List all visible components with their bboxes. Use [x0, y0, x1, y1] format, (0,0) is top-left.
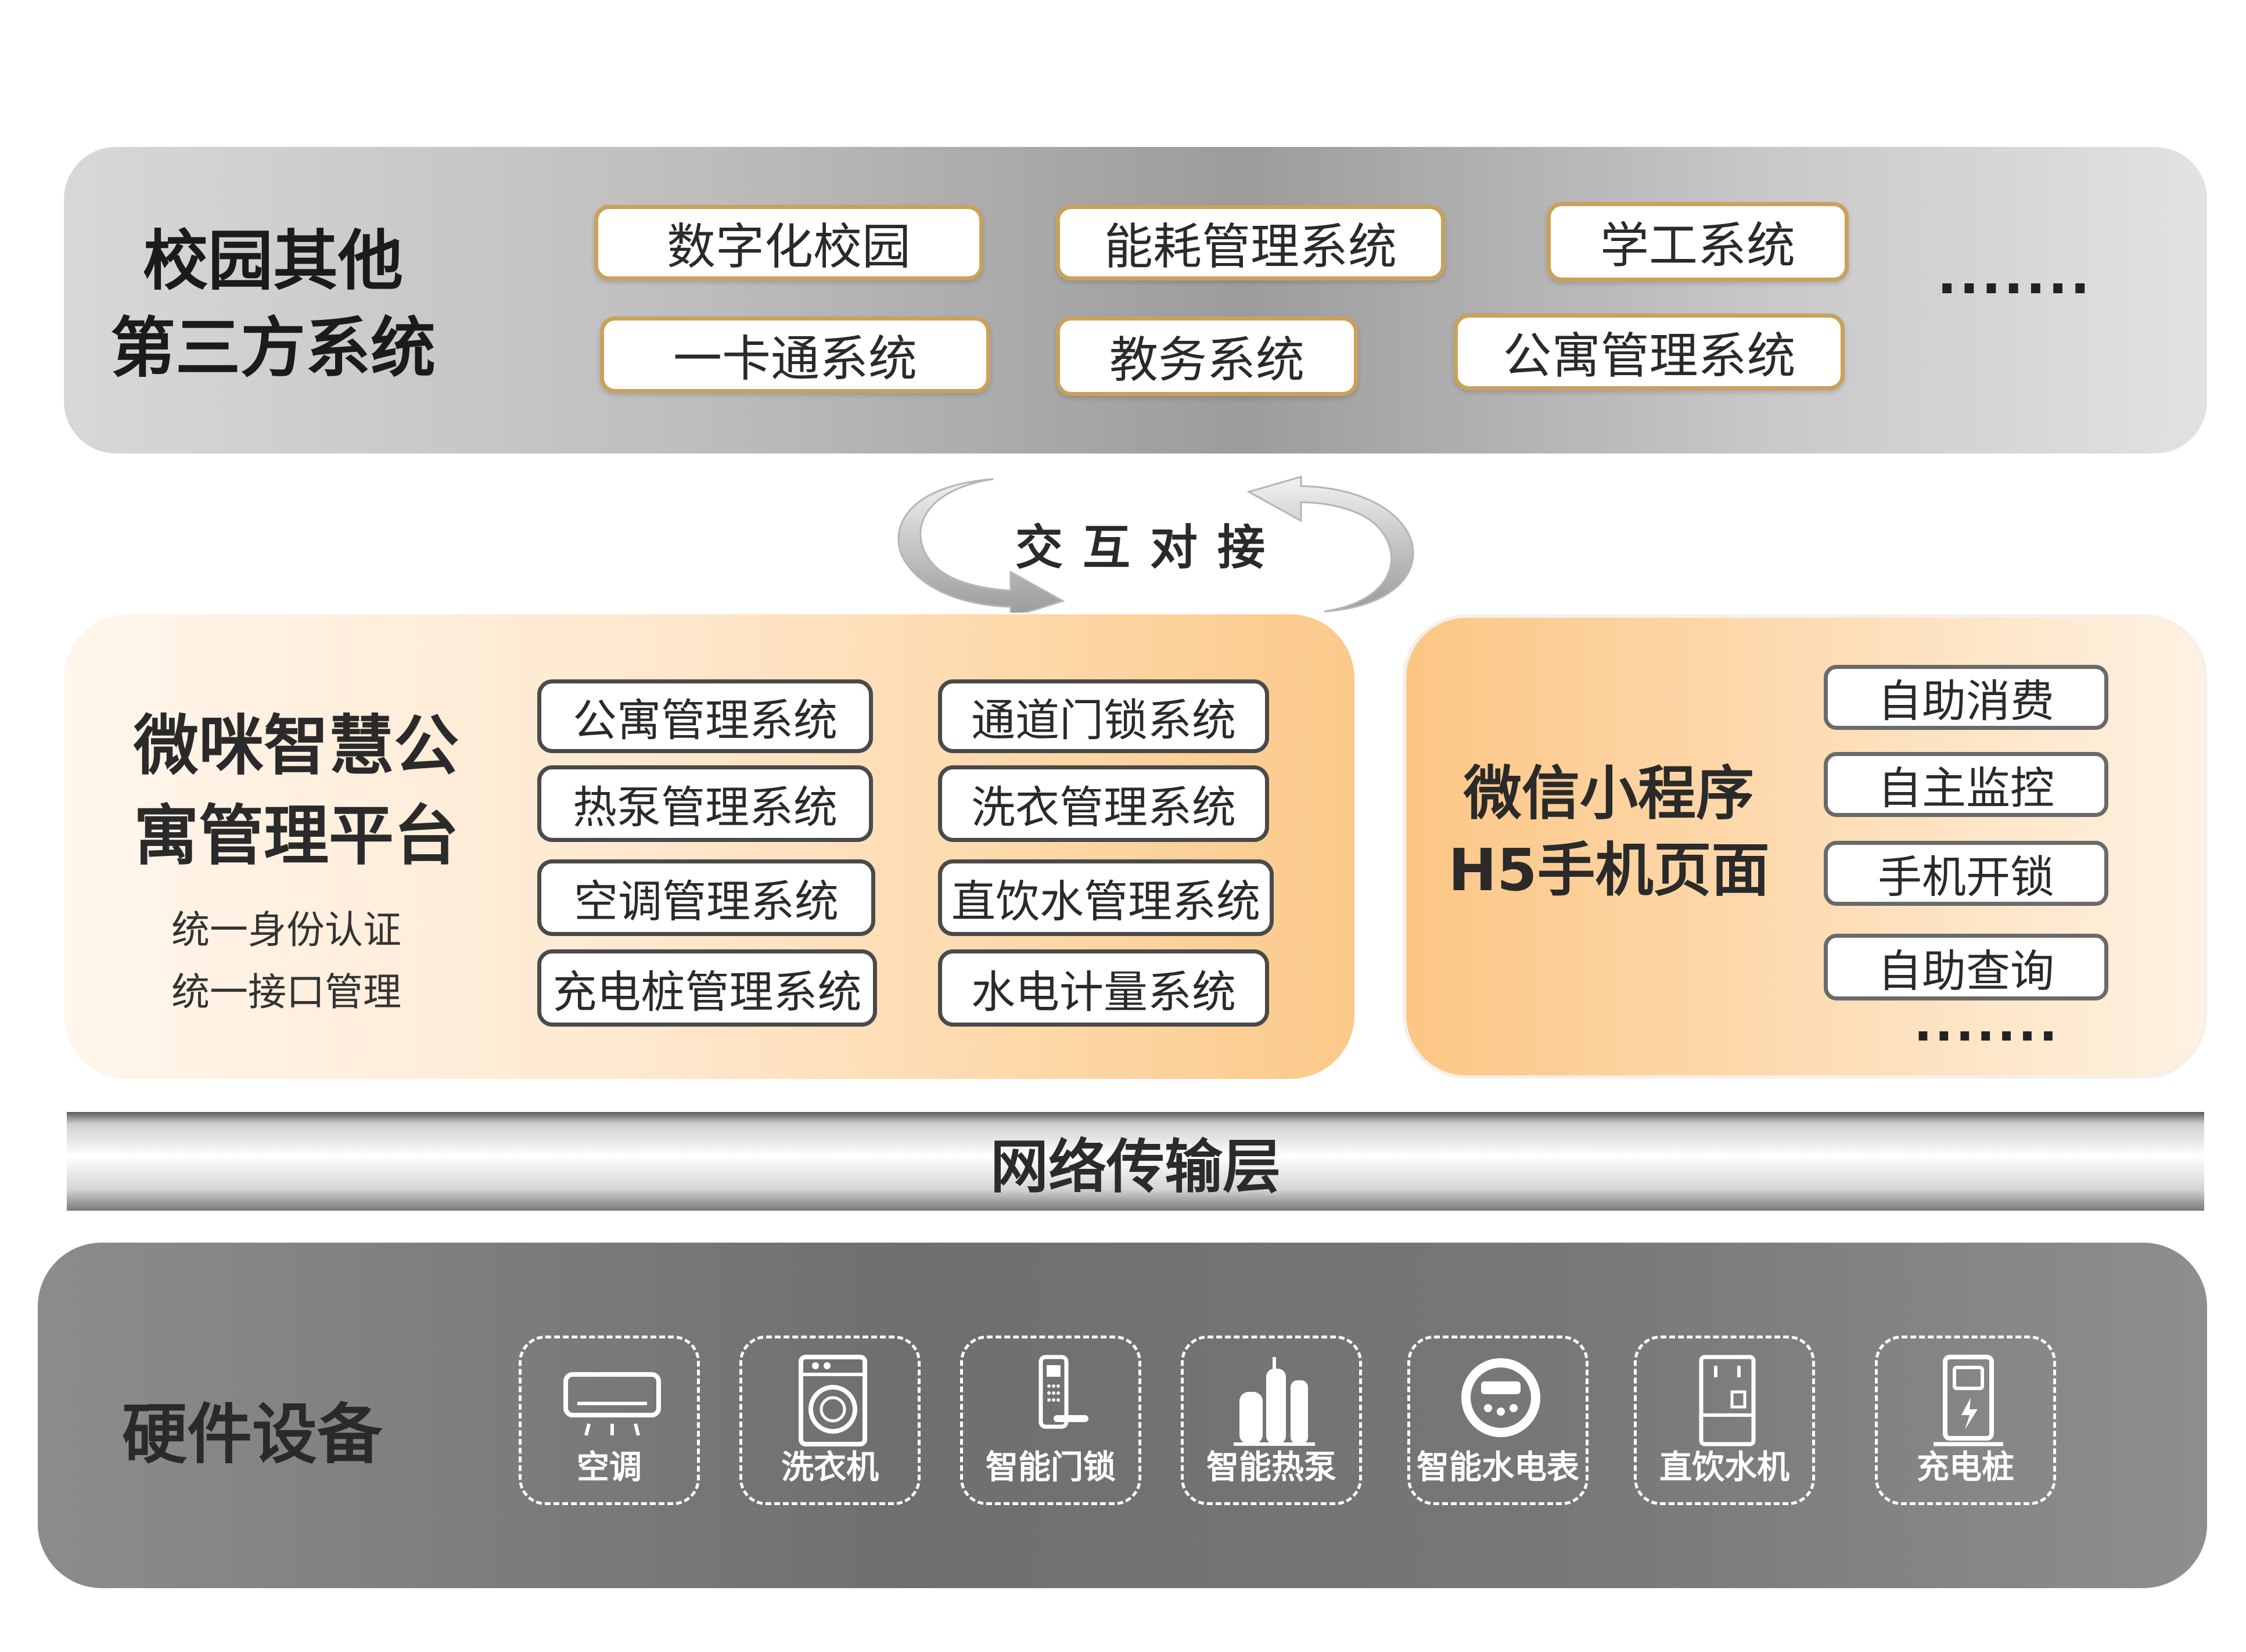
feature-self-inquiry: 自助查询	[1824, 934, 2108, 1000]
device-card-heat-pump: 智能热泵	[1181, 1336, 1362, 1505]
system-box-energy-management: 能耗管理系统	[1056, 205, 1445, 280]
system-box-student-affairs: 学工系统	[1547, 202, 1849, 282]
platform-title-line2: 寓管理平台	[134, 798, 459, 874]
platform-subtitle-interface: 统一接口管理	[171, 970, 401, 1014]
device-card-water-dispenser: 直饮水机	[1634, 1336, 1815, 1505]
washing-machine-icon	[799, 1355, 867, 1446]
feature-phone-unlock: 手机开锁	[1824, 841, 2108, 906]
module-heat-pump: 热泵管理系统	[537, 765, 873, 842]
air-conditioner-icon	[563, 1372, 661, 1436]
network-layer-label: 网络传输层	[990, 1132, 1281, 1201]
device-card-smart-lock: 智能门锁	[960, 1336, 1141, 1505]
hardware-title: 硬件设备	[122, 1397, 382, 1473]
third-party-title-line2: 第三方系统	[110, 311, 436, 386]
device-label: 智能门锁	[986, 1449, 1116, 1487]
feature-self-monitoring: 自主监控	[1824, 752, 2108, 817]
platform-title-line1: 微咪智慧公	[134, 708, 459, 784]
network-layer-bar	[67, 1112, 2204, 1211]
device-label: 洗衣机	[781, 1449, 879, 1487]
module-air-conditioning: 空调管理系统	[537, 859, 875, 936]
device-card-washing-machine: 洗衣机	[739, 1336, 921, 1505]
device-card-air-conditioner: 空调	[519, 1336, 700, 1505]
module-apartment-management: 公寓管理系统	[537, 679, 873, 753]
water-dispenser-icon	[1699, 1355, 1756, 1446]
module-laundry: 洗衣管理系统	[938, 765, 1269, 842]
third-party-title-line1: 校园其他	[143, 224, 403, 299]
meter-icon	[1461, 1358, 1540, 1437]
smart-lock-icon	[1038, 1355, 1088, 1429]
system-box-digital-campus: 数字化校园	[594, 205, 983, 280]
device-card-charging-pile: 充电桩	[1875, 1336, 2056, 1505]
exchange-label: 交互对接	[1015, 520, 1285, 575]
feature-self-consumption: 自助消费	[1824, 665, 2108, 730]
system-box-academic-affairs: 教务系统	[1056, 316, 1358, 396]
device-label: 空调	[577, 1449, 642, 1487]
exchange-arrows-icon	[897, 476, 1414, 613]
system-box-campus-card: 一卡通系统	[600, 316, 990, 393]
device-card-meter: 智能水电表	[1407, 1336, 1589, 1505]
third-party-systems-panel	[64, 147, 2207, 454]
device-label: 充电桩	[1917, 1449, 2014, 1487]
module-charging-pile: 充电桩管理系统	[537, 949, 877, 1027]
device-label: 直饮水机	[1659, 1449, 1789, 1487]
wechat-title-line1: 微信小程序	[1464, 760, 1754, 827]
hardware-panel	[38, 1243, 2207, 1588]
wechat-title-line2: H5手机页面	[1448, 836, 1770, 904]
platform-subtitle-identity: 统一身份认证	[171, 908, 401, 952]
module-drinking-water: 直饮水管理系统	[938, 859, 1274, 936]
module-access-lock: 通道门锁系统	[938, 679, 1269, 753]
module-utility-metering: 水电计量系统	[938, 949, 1269, 1027]
device-label: 智能水电表	[1417, 1449, 1579, 1487]
wechat-more: ·······	[1914, 1007, 2060, 1064]
heat-pump-icon	[1234, 1357, 1315, 1446]
device-label: 智能热泵	[1206, 1449, 1336, 1487]
system-box-apartment-management-ext: 公寓管理系统	[1454, 314, 1845, 390]
third-party-more: ·······	[1937, 258, 2093, 319]
charging-pile-icon	[1934, 1355, 2003, 1446]
